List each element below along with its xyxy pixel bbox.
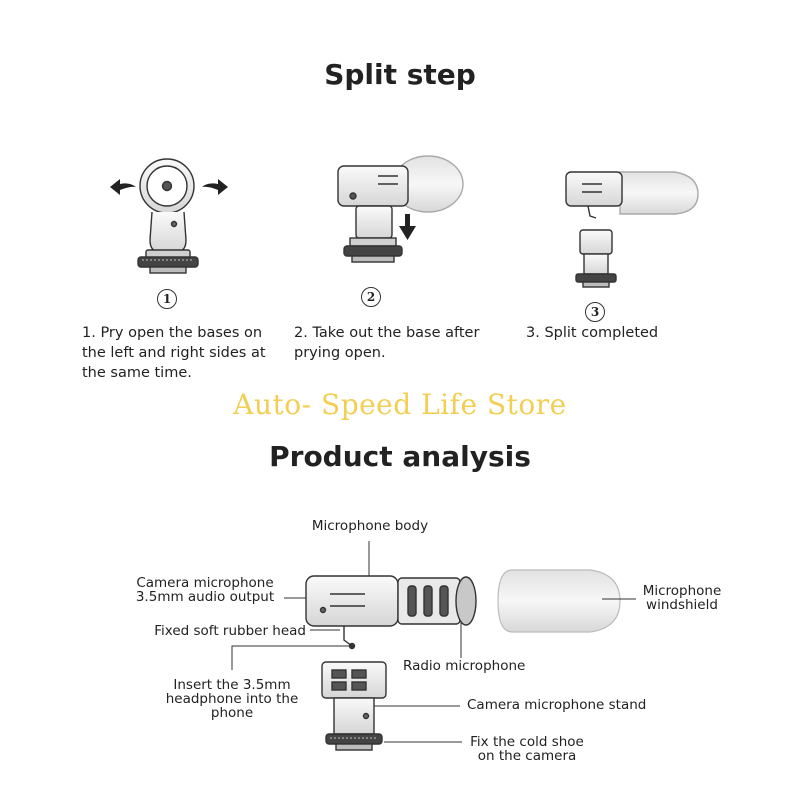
step-1-number: 1 (157, 289, 177, 309)
callout-windshield: Microphone windshield (642, 583, 722, 613)
callout-cold-shoe: Fix the cold shoe on the camera (470, 734, 584, 764)
product-analysis-title: Product analysis (269, 440, 531, 473)
step3-illustration (565, 171, 699, 288)
leader-lines (231, 541, 636, 743)
callout-radio-microphone: Radio microphone (403, 658, 526, 674)
stand-illustration (321, 661, 387, 751)
windshield-illustration (497, 569, 621, 633)
callout-audio-output: Camera microphone 3.5mm audio output (135, 575, 275, 605)
step-2-number: 2 (361, 287, 381, 307)
down-arrow-icon (399, 214, 416, 240)
left-arrow-icon (110, 179, 136, 195)
step-3-text: 3. Split completed (526, 325, 659, 341)
callout-rubber-head: Fixed soft rubber head (154, 623, 306, 639)
step1-illustration (137, 158, 199, 274)
step-3-number: 3 (585, 302, 605, 322)
callout-headphone: Insert the 3.5mm headphone into the phon… (165, 677, 299, 721)
product-microphone-illustration (305, 575, 477, 650)
step-1-text: 1. Pry open the bases on the left and ri… (82, 325, 266, 381)
split-step-title: Split step (324, 58, 476, 91)
callout-microphone-body: Microphone body (311, 518, 429, 534)
store-watermark: Auto- Speed Life Store (233, 388, 567, 421)
step-2-text: 2. Take out the base after prying open. (294, 325, 480, 361)
right-arrow-icon (202, 179, 228, 195)
step2-illustration (337, 155, 464, 263)
callout-stand: Camera microphone stand (467, 697, 647, 713)
